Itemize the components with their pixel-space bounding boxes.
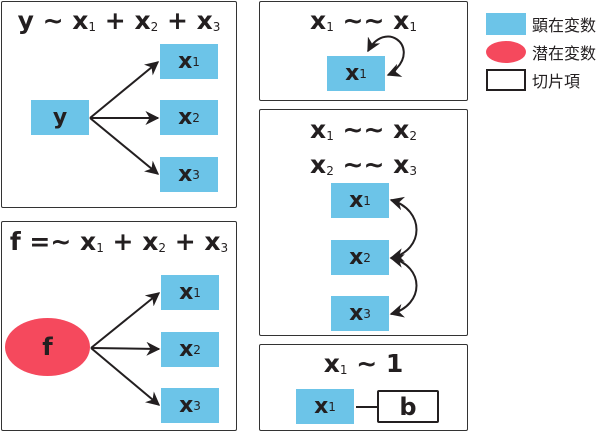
intercept-node-b: b bbox=[377, 390, 439, 423]
legend-latent: 潜在変数 bbox=[486, 40, 596, 64]
node-f: f bbox=[5, 318, 90, 376]
observed-swatch bbox=[486, 13, 526, 35]
latent-formula: f =~ x1 + x2 + x3 bbox=[9, 227, 229, 256]
covariance-panel: x1 ~~ x2 x2 ~~ x3 bbox=[259, 109, 468, 336]
variance-panel: x1 ~~ x1 bbox=[259, 1, 468, 101]
latent-swatch bbox=[486, 41, 526, 63]
intercept-formula: x1 ~ 1 bbox=[323, 349, 404, 378]
node-y: y bbox=[31, 100, 89, 135]
legend-observed: 顕在変数 bbox=[486, 12, 596, 36]
covariance-formula-1: x1 ~~ x2 bbox=[310, 115, 417, 144]
variance-formula: x1 ~~ x1 bbox=[310, 6, 417, 35]
intercept-swatch bbox=[486, 69, 526, 91]
regression-formula: y ~ x1 + x2 + x3 bbox=[17, 6, 221, 35]
covariance-formula-2: x2 ~~ x3 bbox=[310, 150, 417, 179]
legend-intercept: 切片項 bbox=[486, 68, 580, 92]
